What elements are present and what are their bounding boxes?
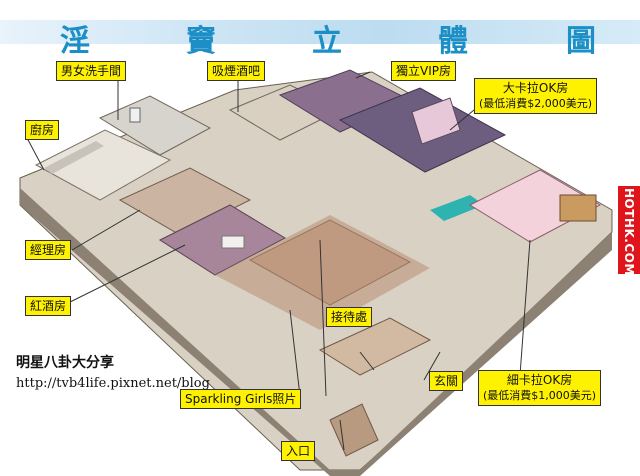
- restroom-area: [98, 95, 212, 156]
- manager-room-area: [118, 167, 252, 236]
- label-wine-room: 紅酒房: [25, 296, 72, 316]
- label-smoking-bar: 吸煙酒吧: [207, 61, 266, 81]
- small-karaoke-title: 細卡拉OK房: [506, 373, 573, 387]
- title-bar: 淫 竇 立 體 圖: [0, 12, 640, 59]
- entrance-passage: [329, 403, 379, 457]
- small-karaoke-area: [468, 169, 602, 243]
- large-karaoke-title: 大卡拉OK房: [502, 81, 569, 95]
- title-char-2: 竇: [186, 24, 216, 59]
- large-karaoke-minimum: (最低消費$2,000美元): [479, 97, 593, 110]
- callout-lines: [25, 71, 531, 451]
- kitchen-area: [34, 129, 172, 201]
- credit-title: 明星八卦大分享: [16, 355, 114, 371]
- label-manager-room: 經理房: [25, 240, 72, 260]
- title-char-3: 立: [312, 24, 342, 59]
- foyer-area: [318, 317, 432, 376]
- label-small-karaoke: 細卡拉OK房 (最低消費$1,000美元): [478, 370, 602, 406]
- title-char-4: 體: [438, 24, 468, 59]
- label-large-karaoke: 大卡拉OK房 (最低消費$2,000美元): [474, 78, 598, 114]
- label-restrooms: 男女洗手間: [56, 61, 127, 81]
- side-tag-text: HOTHK.COM: [622, 188, 636, 276]
- label-sparkling-photos: Sparkling Girls照片: [180, 389, 302, 409]
- small-karaoke-minimum: (最低消費$1,000美元): [483, 389, 597, 402]
- wine-room-sofa: [221, 235, 245, 249]
- title-char-1: 淫: [60, 24, 90, 59]
- title-band: [0, 20, 640, 44]
- page-title: 淫 竇 立 體 圖: [0, 12, 640, 59]
- title-char-5: 圖: [566, 24, 596, 59]
- label-entrance: 入口: [281, 441, 316, 461]
- side-watermark-tag: HOTHK.COM: [618, 186, 640, 276]
- credit-block: 明星八卦大分享 http://tvb4life.pixnet.net/blog: [16, 352, 210, 391]
- label-reception: 接待處: [326, 307, 373, 327]
- label-kitchen: 廚房: [25, 120, 60, 140]
- label-vip-room: 獨立VIP房: [391, 61, 456, 81]
- karaoke-screen: [411, 97, 461, 145]
- karaoke-table: [430, 195, 484, 221]
- corridor: [215, 215, 430, 330]
- label-foyer: 玄關: [429, 371, 464, 391]
- restroom-fixture: [129, 107, 141, 123]
- bookshelf: [559, 194, 597, 222]
- credit-url: http://tvb4life.pixnet.net/blog: [16, 376, 210, 391]
- kitchen-counter: [44, 141, 104, 174]
